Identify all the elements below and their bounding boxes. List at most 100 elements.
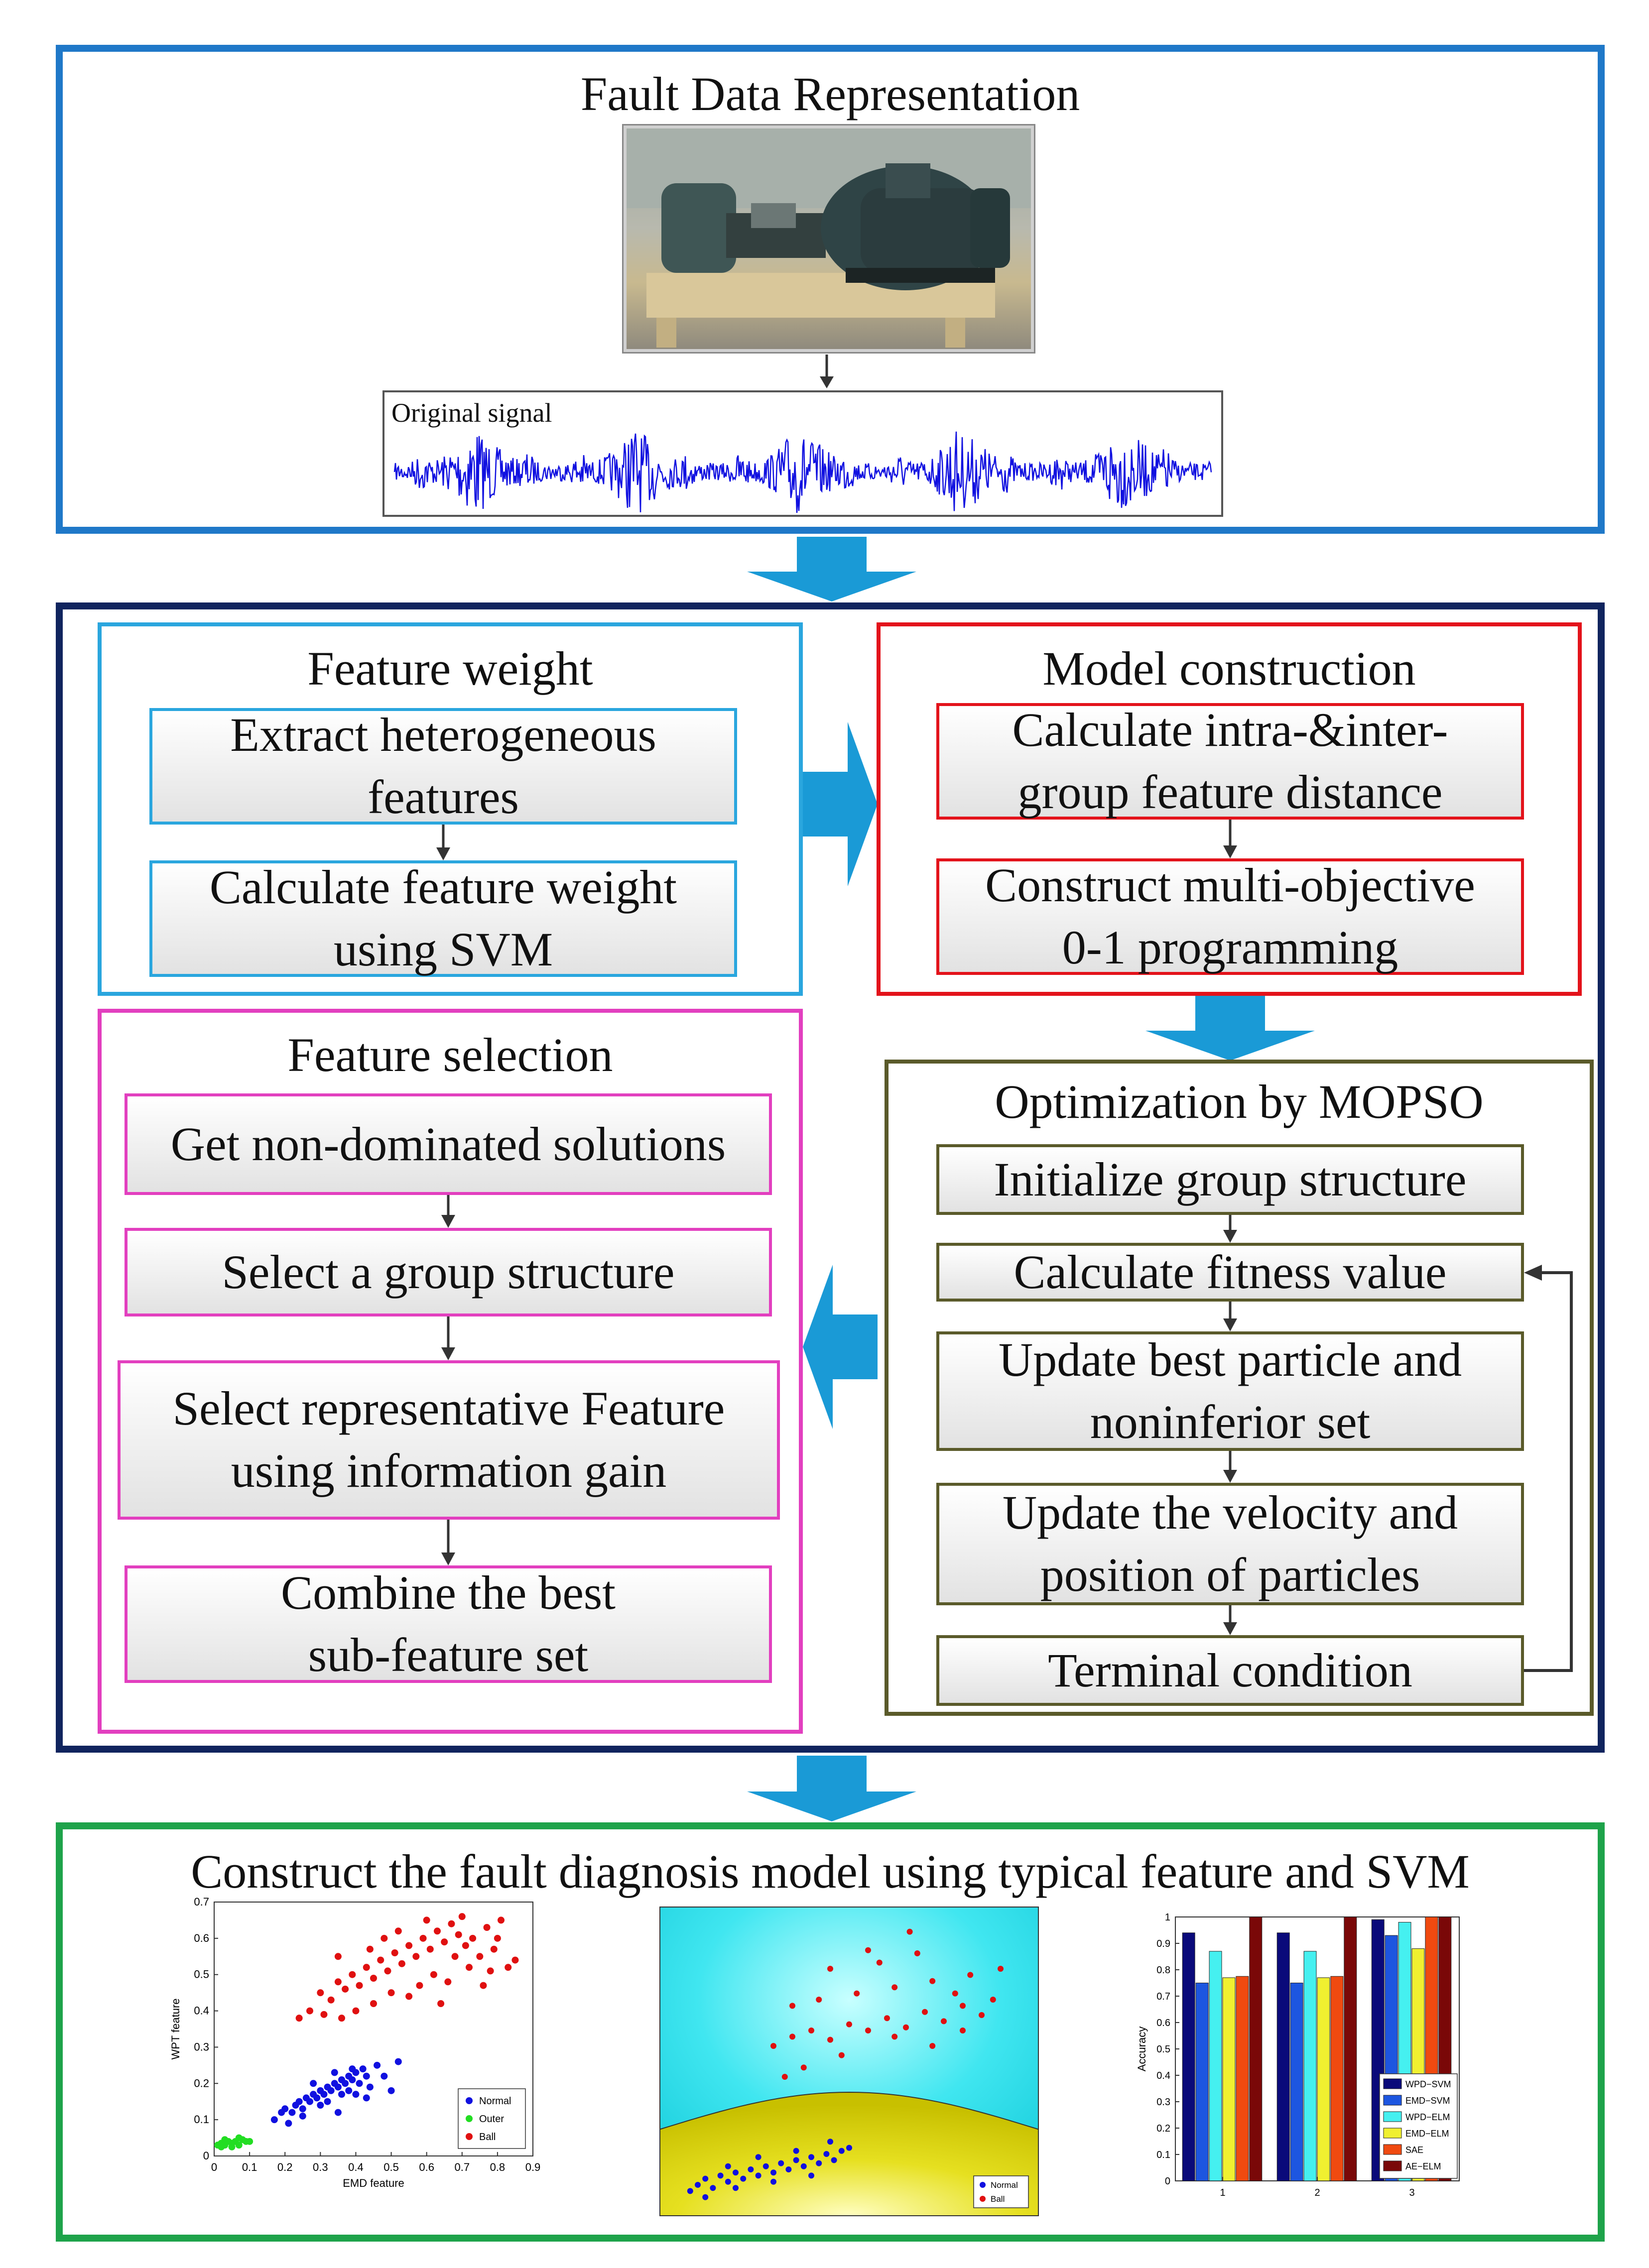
- y-axis-label: Accuracy: [1136, 2027, 1148, 2071]
- scatter-point-normal: [793, 2148, 799, 2154]
- x-tick-label: 0.8: [490, 2161, 506, 2173]
- scatter-point-ball: [469, 1934, 477, 1942]
- legend-label: SAE: [1405, 2145, 1423, 2155]
- x-tick-label: 0.1: [242, 2161, 257, 2173]
- box-line: Select representative Feature: [172, 1382, 725, 1435]
- scatter-point-ball: [876, 1959, 883, 1966]
- x-tick-label: 0.7: [454, 2161, 470, 2173]
- scatter-point-normal: [295, 2098, 303, 2105]
- y-tick-label: 0.4: [194, 2005, 209, 2017]
- scatter-point-ball: [338, 2015, 345, 2022]
- scatter-point-normal: [324, 2098, 331, 2105]
- signal-trace: [393, 431, 1212, 513]
- scatter-point-ball: [426, 1945, 434, 1953]
- box-line: Terminal condition: [1048, 1643, 1412, 1697]
- scatter-point-ball: [444, 1978, 452, 1986]
- scatter-point-normal: [394, 2058, 402, 2065]
- y-tick-label: 0.7: [1156, 1991, 1170, 2002]
- scatter-point-ball: [448, 1920, 455, 1927]
- x-tick-label: 0.4: [348, 2161, 364, 2173]
- calculate-group-distance-box: Calculate intra-&inter-group feature dis…: [936, 703, 1524, 820]
- scatter-point-normal: [331, 2069, 338, 2076]
- scatter-point-ball: [412, 1953, 420, 1960]
- optimization-title: Optimization by MOPSO: [995, 1075, 1484, 1128]
- scatter-point-outer: [235, 2142, 243, 2149]
- scatter-point-normal: [334, 2083, 342, 2091]
- scatter-point-ball: [770, 2043, 776, 2049]
- test-rig-photo: [624, 125, 1034, 352]
- terminal-condition-box: Terminal condition: [936, 1635, 1524, 1706]
- box-line: position of particles: [1040, 1548, 1420, 1601]
- scatter-point-normal: [733, 2169, 739, 2176]
- model-construction-panel: Model construction: [877, 622, 1582, 996]
- scatter-point-ball: [451, 1953, 459, 1960]
- scatter-point-ball: [884, 2015, 890, 2022]
- scatter-point-ball: [990, 1997, 996, 2003]
- arrow-opt-2-3: [1223, 1302, 1237, 1331]
- box-line: Calculate fitness value: [1014, 1245, 1447, 1299]
- y-tick-label: 0.8: [1156, 1965, 1170, 1976]
- scatter-point-ball: [789, 2003, 795, 2009]
- select-group-structure-box: Select a group structure: [125, 1228, 772, 1316]
- scatter-point-ball: [398, 1960, 405, 1967]
- scatter-point-ball: [903, 2024, 909, 2030]
- y-tick-label: 1: [1165, 1912, 1170, 1923]
- legend-label: Outer: [479, 2114, 504, 2125]
- legend-marker: [466, 2133, 473, 2140]
- legend-label: EMD−ELM: [1405, 2129, 1449, 2139]
- scatter-point-ball: [960, 2028, 966, 2033]
- scatter-point-normal: [733, 2185, 739, 2191]
- legend-label: Normal: [991, 2180, 1018, 2190]
- legend-marker: [980, 2196, 986, 2202]
- initialize-group-box: Initialize group structure: [936, 1144, 1524, 1215]
- scatter-point-normal: [827, 2139, 833, 2145]
- scatter-point-ball: [827, 1966, 833, 1972]
- scatter-point-ball: [846, 2021, 852, 2028]
- legend-label: Ball: [479, 2132, 496, 2143]
- legend-label: Normal: [479, 2096, 511, 2107]
- y-tick-label: 0.5: [1156, 2044, 1170, 2055]
- scatter-point-normal: [359, 2065, 367, 2073]
- scatter-point-ball: [381, 1934, 388, 1942]
- x-tick-label: 0.3: [313, 2161, 328, 2173]
- big-arrow-down-3: [747, 1756, 916, 1821]
- legend-swatch: [1383, 2160, 1402, 2171]
- model-construction-title: Model construction: [1042, 642, 1416, 695]
- feature-weight-title: Feature weight: [307, 642, 593, 695]
- scatter-point-ball: [327, 1996, 335, 2004]
- scatter-point-ball: [462, 1942, 469, 1949]
- scatter-point-normal: [349, 2065, 356, 2073]
- scatter-point-ball: [387, 1989, 395, 1997]
- top-panel-title: Fault Data Representation: [580, 67, 1080, 120]
- legend-swatch: [1383, 2095, 1402, 2106]
- y-tick-label: 0.6: [194, 1932, 209, 1944]
- arrow-opt-4-5: [1223, 1605, 1237, 1635]
- scatter-point-normal: [770, 2178, 776, 2185]
- scatter-point-outer: [218, 2143, 225, 2150]
- scatter-point-ball: [967, 1972, 974, 1978]
- scatter-point-ball: [487, 1967, 494, 1975]
- legend-swatch: [1383, 2111, 1402, 2122]
- scatter-point-normal: [695, 2182, 701, 2188]
- scatter-point-ball: [929, 2043, 936, 2049]
- y-tick-label: 0.2: [1156, 2123, 1170, 2134]
- scatter-point-normal: [334, 2109, 342, 2116]
- scatter-point-ball: [434, 1927, 441, 1935]
- scatter-point-normal: [363, 2072, 370, 2080]
- scatter-point-normal: [823, 2151, 830, 2157]
- scatter-point-ball: [466, 1964, 473, 1971]
- box-line: Get non-dominated solutions: [170, 1117, 726, 1171]
- scatter-point-normal: [349, 2076, 356, 2083]
- y-tick-label: 0: [203, 2149, 209, 2162]
- scatter-point-outer: [221, 2136, 229, 2144]
- scatter-point-normal: [352, 2091, 360, 2098]
- scatter-point-ball: [370, 2000, 377, 2007]
- scatter-point-normal: [808, 2172, 814, 2179]
- scatter-point-normal: [281, 2105, 289, 2113]
- plot-frame: [659, 1907, 1039, 2216]
- bottom-panel-title: Construct the fault diagnosis model usin…: [191, 1845, 1470, 1898]
- scatter-point-ball: [455, 1931, 462, 1938]
- scatter-point-ball: [317, 1989, 324, 1997]
- scatter-point-normal: [800, 2163, 807, 2169]
